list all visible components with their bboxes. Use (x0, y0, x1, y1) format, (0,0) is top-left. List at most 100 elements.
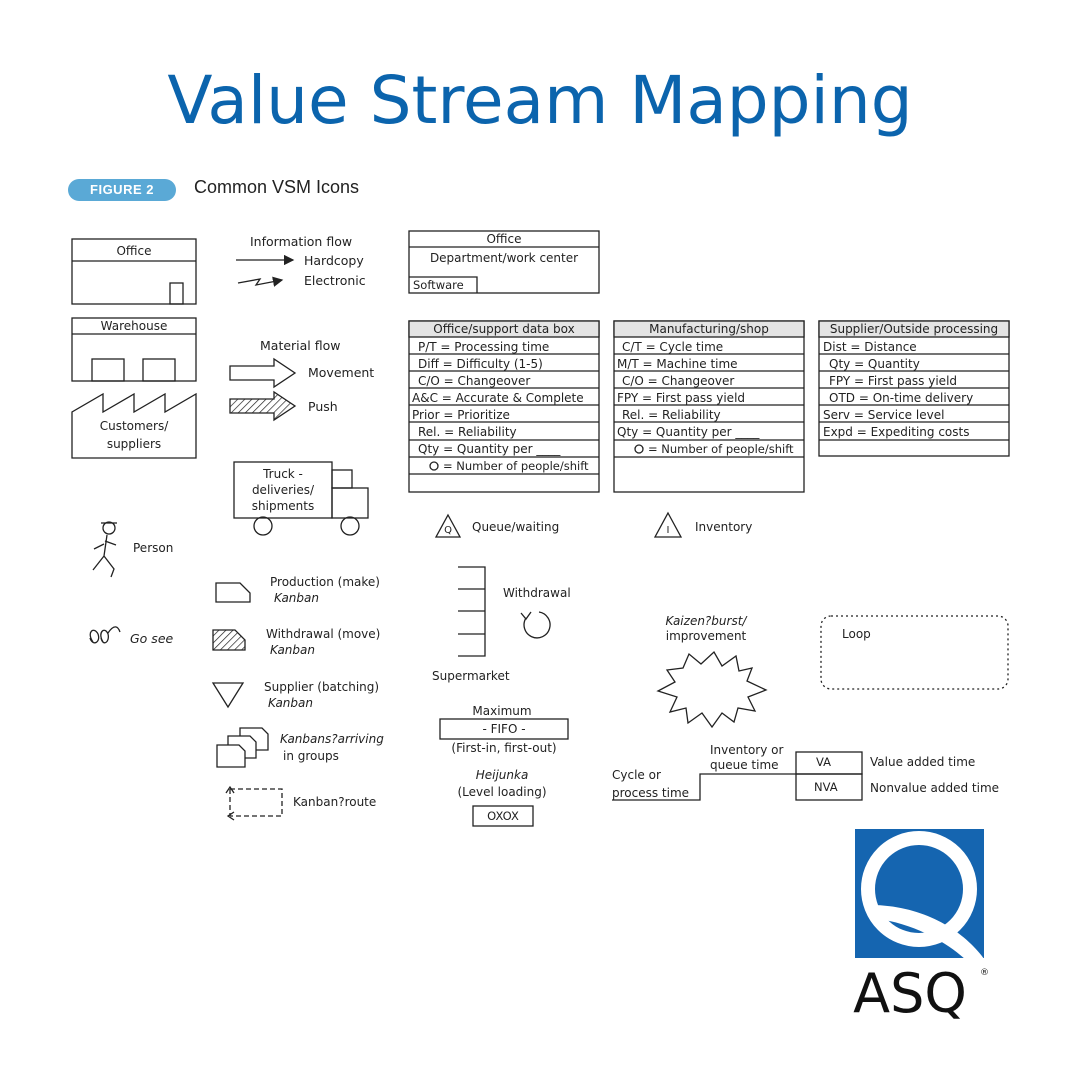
department-box-icon: Office Department/work center Software (408, 230, 600, 294)
go-see-label: Go see (130, 631, 174, 646)
information-flow-label: Information flow (250, 234, 352, 249)
loop-label: Loop (842, 627, 871, 641)
push-label: Push (308, 399, 338, 414)
heijunka-box-label: OXOX (487, 809, 519, 823)
queue-symbol: Q (444, 525, 452, 536)
kanban-route-icon (225, 785, 283, 821)
office-data-row: A&C = Accurate & Complete (412, 391, 584, 405)
kaizen-burst-icon (656, 650, 768, 729)
manufacturing-data-row: Qty = Quantity per ____ (617, 425, 760, 439)
asq-logo: ASQ ® (853, 829, 989, 1025)
heijunka-box-icon (472, 805, 534, 827)
manufacturing-data-box-title: Manufacturing/shop (649, 322, 769, 336)
hardcopy-label: Hardcopy (304, 253, 364, 268)
fifo-sub-label: (First-in, first-out) (451, 741, 556, 755)
supplier-data-row: OTD = On-time delivery (829, 391, 973, 405)
figure-title: Common VSM Icons (194, 177, 360, 197)
va-description: Value added time (870, 755, 975, 769)
kaizen-label-1: Kaizen?burst/ (666, 614, 749, 628)
production-kanban-label-2: Kanban (274, 591, 319, 605)
office-data-row: Qty = Quantity per ____ (418, 442, 561, 456)
customers-label-1: Customers/ (100, 419, 170, 433)
electronic-label: Electronic (304, 273, 366, 288)
supermarket-icon (458, 566, 486, 657)
movement-label: Movement (308, 365, 374, 380)
page-title: Value Stream Mapping (167, 62, 913, 139)
inventory-symbol: I (667, 525, 670, 536)
supplier-kanban-icon (211, 682, 245, 709)
truck-label-2: deliveries/ (252, 483, 315, 497)
movement-arrow-icon (229, 357, 297, 389)
manufacturing-data-row: = Number of people/shift (648, 442, 794, 456)
fifo-maximum-label: Maximum (472, 704, 531, 718)
office-data-row: P/T = Processing time (418, 340, 549, 354)
department-box-software: Software (413, 278, 464, 292)
warehouse-icon: Warehouse (71, 317, 197, 382)
person-icon: Person (92, 521, 173, 578)
customers-suppliers-icon: Customers/ suppliers (71, 392, 197, 459)
supplier-data-row: Dist = Distance (823, 340, 917, 354)
electronic-arrow-icon (237, 276, 284, 287)
push-arrow-icon (229, 390, 297, 422)
withdrawal-circular-arrow-icon (520, 611, 551, 639)
production-kanban-label-1: Production (make) (270, 575, 380, 589)
heijunka-label-1: Heijunka (476, 768, 529, 782)
figure-badge: FIGURE 2 (68, 179, 176, 201)
manufacturing-data-row: C/O = Changeover (622, 374, 734, 388)
supplier-kanban-label-1: Supplier (batching) (264, 680, 379, 694)
withdrawal-label: Withdrawal (503, 586, 571, 600)
queue-label: Queue/waiting (472, 520, 559, 534)
withdrawal-kanban-icon (212, 629, 246, 651)
truck-label-3: shipments (252, 499, 314, 513)
queue-triangle-icon: Q (434, 513, 462, 538)
kanbans-in-groups-icon (216, 727, 269, 768)
production-kanban-icon (215, 582, 251, 603)
office-data-row: C/O = Changeover (418, 374, 530, 388)
office-label: Office (116, 244, 151, 258)
va-label: VA (816, 755, 831, 769)
warehouse-label: Warehouse (101, 319, 168, 333)
kanban-route-label: Kanban?route (293, 795, 376, 809)
truck-label-1: Truck - (262, 467, 303, 481)
timeline-inventory-label-2: queue time (710, 758, 779, 772)
office-data-box-title: Office/support data box (433, 322, 575, 336)
heijunka-label-2: (Level loading) (457, 785, 546, 799)
kanbans-groups-label-2: in groups (283, 749, 339, 763)
supplier-data-row: Expd = Expediting costs (823, 425, 969, 439)
manufacturing-data-row: M/T = Machine time (617, 357, 738, 371)
logo-text: ASQ (853, 962, 967, 1025)
nva-label: NVA (814, 780, 838, 794)
manufacturing-data-row: C/T = Cycle time (622, 340, 723, 354)
fifo-label: - FIFO - (482, 722, 525, 736)
truck-icon: Truck - deliveries/ shipments (233, 461, 369, 536)
inventory-triangle-icon: I (653, 511, 683, 538)
supplier-kanban-label-2: Kanban (268, 696, 313, 710)
kanbans-groups-label-1: Kanbans?arriving (280, 732, 384, 746)
office-data-row: = Number of people/shift (443, 459, 589, 473)
material-flow-label: Material flow (260, 338, 341, 353)
kaizen-label-2: improvement (666, 629, 747, 643)
loop-icon (820, 615, 1009, 690)
office-data-row: Rel. = Reliability (418, 425, 517, 439)
office-data-row: Diff = Difficulty (1-5) (418, 357, 543, 371)
timeline-cycle-label-1: Cycle or (612, 768, 661, 782)
office-icon: Office (71, 238, 197, 305)
person-label: Person (133, 541, 173, 555)
manufacturing-data-box: Manufacturing/shop C/T = Cycle time M/T … (613, 320, 805, 493)
office-data-box: Office/support data box P/T = Processing… (408, 320, 600, 493)
logo-registered: ® (980, 968, 989, 978)
supplier-data-row: Serv = Service level (823, 408, 944, 422)
timeline-inventory-label-1: Inventory or (710, 743, 783, 757)
nva-description: Nonvalue added time (870, 781, 999, 795)
department-box-subtitle: Department/work center (430, 251, 578, 265)
supermarket-label: Supermarket (432, 669, 510, 683)
supplier-data-row: FPY = First pass yield (829, 374, 957, 388)
withdrawal-kanban-label-1: Withdrawal (move) (266, 627, 380, 641)
customers-label-2: suppliers (107, 437, 161, 451)
withdrawal-kanban-label-2: Kanban (270, 643, 315, 657)
department-box-title: Office (486, 232, 521, 246)
manufacturing-data-row: FPY = First pass yield (617, 391, 745, 405)
inventory-label: Inventory (695, 520, 752, 534)
office-data-row: Prior = Prioritize (412, 408, 510, 422)
